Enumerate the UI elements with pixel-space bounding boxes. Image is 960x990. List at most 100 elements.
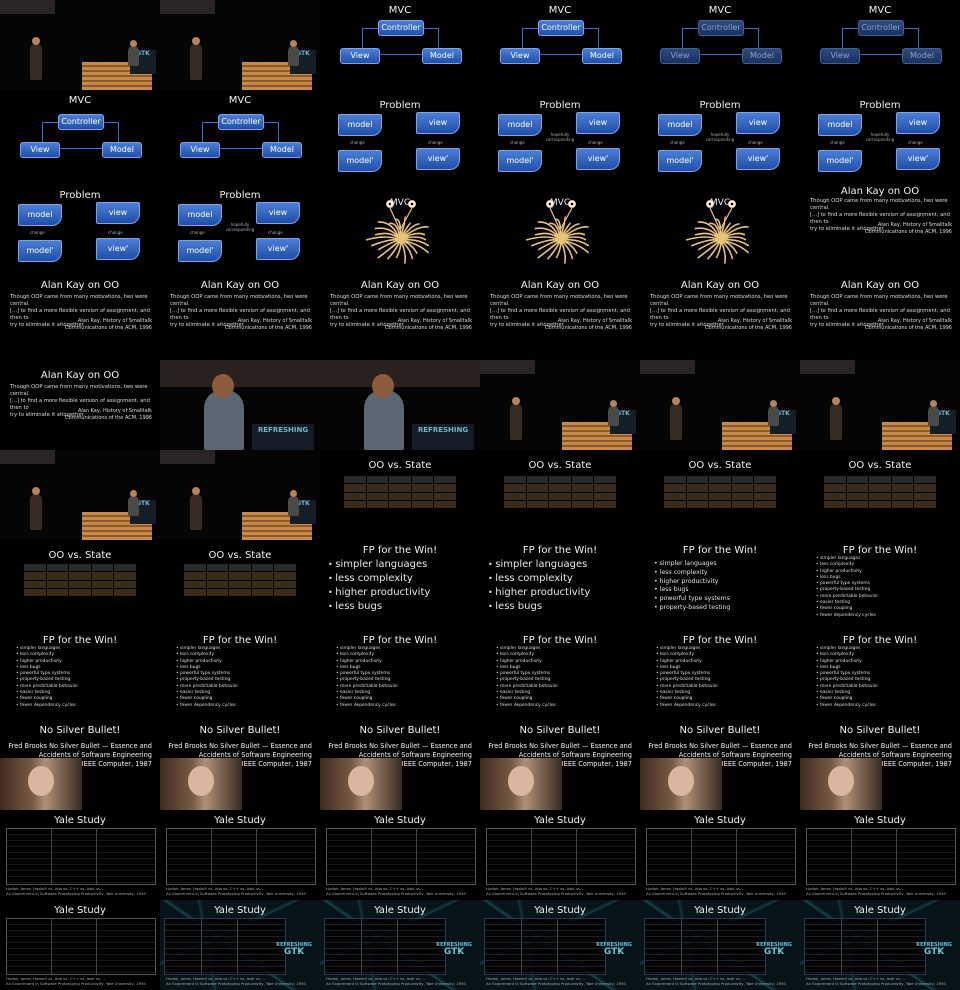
list-item: higher productivity: [16, 659, 78, 665]
slide-tile-oo-state[interactable]: OO vs. State: [160, 540, 320, 630]
stage-photo-tile[interactable]: GTK: [160, 450, 320, 540]
stage-photo-tile[interactable]: GTK: [800, 360, 960, 450]
table-cell: [344, 500, 366, 508]
stage-photo-tile[interactable]: GTK: [480, 360, 640, 450]
slide-tile-fp[interactable]: FP for the Win!simpler languagesless com…: [640, 630, 800, 720]
view-box: View: [500, 48, 540, 64]
citation-line: IEEE Computer, 1987: [561, 760, 632, 768]
slide-tile-fp[interactable]: FP for the Win!simpler languagesless com…: [480, 540, 640, 630]
slide-tile-oo-state[interactable]: OO vs. State: [320, 450, 480, 540]
slide-title: Yale Study: [374, 815, 426, 826]
slide-tile-brooks[interactable]: No Silver Bullet!Fred Brooks No Silver B…: [480, 720, 640, 810]
table-cell: [914, 492, 936, 500]
mvc-connector: [58, 148, 102, 149]
stage-photo-tile[interactable]: GTK: [0, 0, 160, 90]
list-item: powerful type systems: [816, 671, 878, 677]
slide-tile-fp[interactable]: FP for the Win!simpler languagesless com…: [160, 630, 320, 720]
bullet-list: simpler languagesless complexityhigher p…: [816, 646, 878, 709]
slide-tile-brooks[interactable]: No Silver Bullet!Fred Brooks No Silver B…: [640, 720, 800, 810]
slide-title: FP for the Win!: [202, 635, 278, 646]
model-box: model: [658, 114, 702, 136]
citation-line: Accidents of Software Engineering: [518, 751, 632, 759]
footnote-line: Hudak, Jones, Haskell vs. Ada vs. C++ vs…: [326, 886, 426, 891]
slide-tile-brooks[interactable]: No Silver Bullet!Fred Brooks No Silver B…: [0, 720, 160, 810]
slide-tile-oo-state[interactable]: OO vs. State: [800, 450, 960, 540]
slide-tile-oo-state[interactable]: OO vs. State: [480, 450, 640, 540]
citation-line: Fred Brooks No Silver Bullet — Essence a…: [168, 742, 312, 750]
list-item: property-based testing: [496, 677, 558, 683]
fred-brooks-photo: [320, 758, 402, 810]
bullet-list: simpler languagesless complexityhigher p…: [328, 558, 430, 614]
footnote-line: An Experiment in Software Prototyping Pr…: [6, 981, 146, 986]
stage-photo-tile[interactable]: GTK: [0, 450, 160, 540]
slide-tile-fp[interactable]: FP for the Win!simpler languagesless com…: [320, 630, 480, 720]
slide-tile-fp[interactable]: FP for the Win!simpler languagesless com…: [800, 630, 960, 720]
slide-tile-brooks[interactable]: No Silver Bullet!Fred Brooks No Silver B…: [160, 720, 320, 810]
slide-tile-fp[interactable]: FP for the Win!simpler languagesless com…: [800, 540, 960, 630]
slide-tile-oo-state[interactable]: OO vs. State: [640, 450, 800, 540]
slide-tile-fsm[interactable]: MVC: [480, 180, 640, 270]
view-box: view: [896, 112, 940, 134]
speaker-figure: [128, 496, 139, 516]
table-cell: [411, 484, 434, 492]
slide-tile-fp[interactable]: FP for the Win!simpler languagesless com…: [480, 630, 640, 720]
list-item: more predictable behavior: [16, 684, 78, 690]
footnote-line: An Experiment in Software Prototyping Pr…: [326, 891, 466, 896]
stage-photo-tile[interactable]: GTK: [160, 0, 320, 90]
quote-line: try to eliminate it altogether.: [10, 322, 85, 328]
slide-title: Problem: [59, 190, 101, 201]
slide-tile-brooks[interactable]: No Silver Bullet!Fred Brooks No Silver B…: [800, 720, 960, 810]
slide-tile-fsm[interactable]: MVC: [320, 180, 480, 270]
stage-photo-tile[interactable]: GTK: [640, 360, 800, 450]
speaker-closeup-tile[interactable]: REFRESHING: [320, 360, 480, 450]
list-item: less complexity: [328, 572, 430, 586]
slide-tile-oo-state[interactable]: OO vs. State: [0, 540, 160, 630]
slide-tile-fp[interactable]: FP for the Win!simpler languagesless com…: [320, 540, 480, 630]
speaker-closeup-tile[interactable]: REFRESHING: [160, 360, 320, 450]
slide-tile-brooks[interactable]: No Silver Bullet!Fred Brooks No Silver B…: [320, 720, 480, 810]
table-cell: [229, 588, 251, 596]
speaker-figure: [364, 390, 404, 450]
slide-tile-fsm[interactable]: MVC: [640, 180, 800, 270]
slide-title: Yale Study: [214, 905, 266, 916]
slide-tile-fp[interactable]: FP for the Win!simpler languagesless com…: [0, 630, 160, 720]
table-cell: [686, 476, 709, 484]
logo-line: REFRESHING: [436, 942, 472, 948]
fsm-label: MVC: [709, 198, 731, 208]
slide-tile-fp[interactable]: FP for the Win!simpler languagesless com…: [640, 540, 800, 630]
citation-line: Accidents of Software Engineering: [38, 751, 152, 759]
